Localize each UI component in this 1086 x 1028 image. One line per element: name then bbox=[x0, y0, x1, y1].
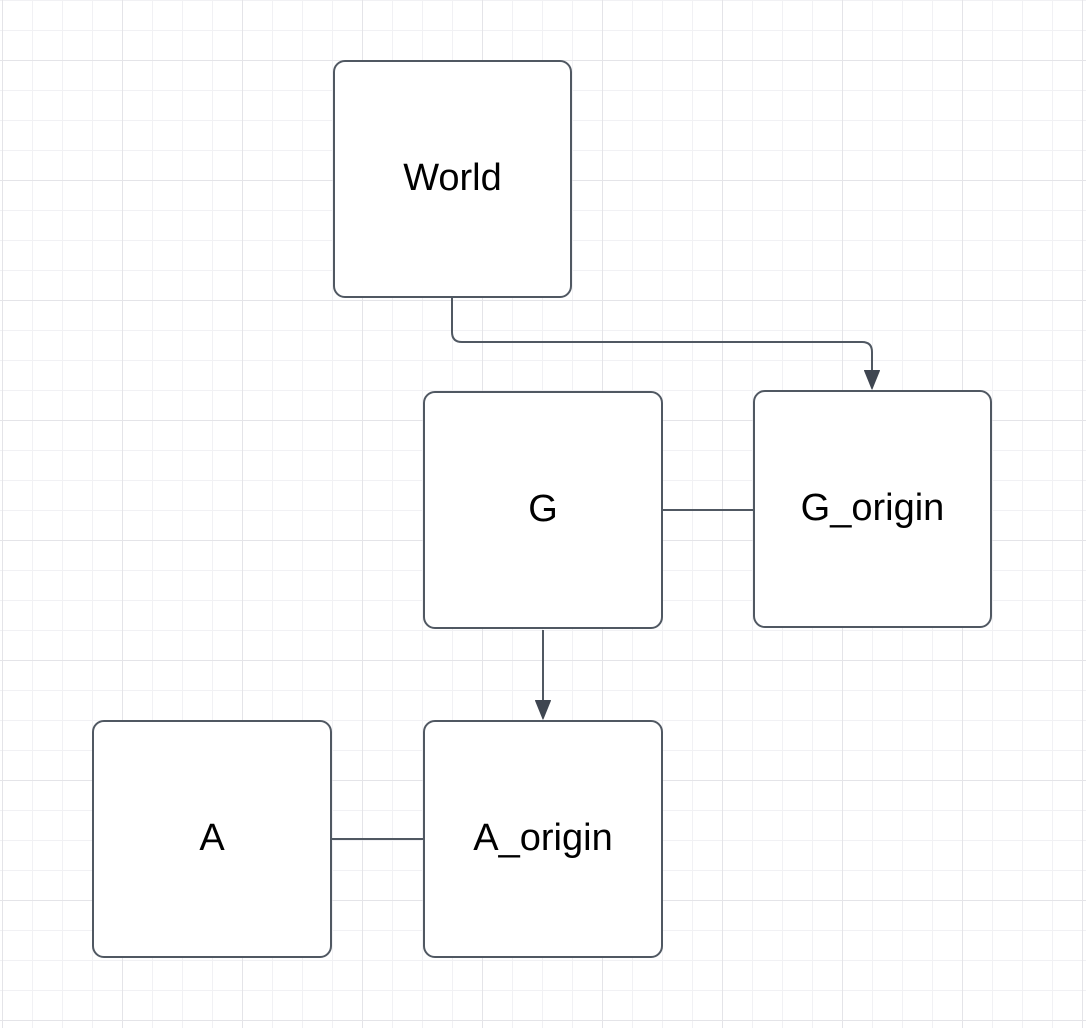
node-a-origin-label: A_origin bbox=[473, 817, 613, 860]
node-a-label: A bbox=[199, 817, 225, 860]
node-world[interactable]: World bbox=[333, 60, 572, 298]
arrowhead-down-icon bbox=[864, 370, 880, 390]
node-g-origin-label: G_origin bbox=[800, 487, 945, 530]
edge-g-to-a-origin[interactable] bbox=[535, 630, 551, 720]
node-world-label: World bbox=[403, 157, 502, 200]
node-g[interactable]: G bbox=[423, 391, 663, 629]
node-g-label: G bbox=[528, 488, 558, 531]
arrowhead-down-icon bbox=[535, 700, 551, 720]
edge-world-to-g-origin[interactable] bbox=[451, 298, 880, 390]
node-a-origin[interactable]: A_origin bbox=[423, 720, 663, 958]
node-g-origin[interactable]: G_origin bbox=[753, 390, 992, 628]
node-a[interactable]: A bbox=[92, 720, 332, 958]
